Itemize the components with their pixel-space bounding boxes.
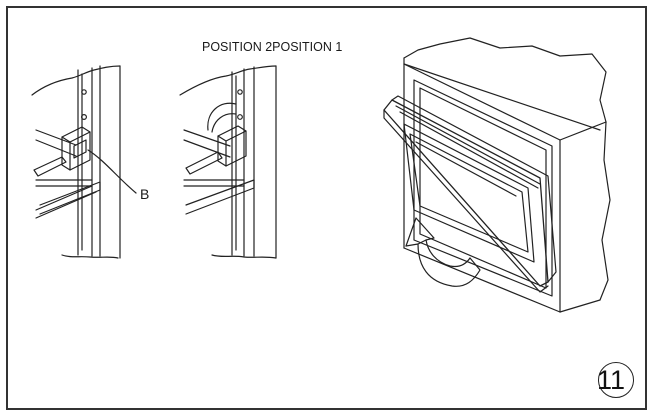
lift-out-arrow: [405, 217, 481, 287]
figure-number: 11: [597, 365, 626, 395]
figure-frame: [6, 6, 647, 410]
hinge-position-2-detail: [31, 65, 137, 259]
part-b-label: B: [140, 186, 150, 202]
figure-number-badge: 11: [597, 362, 634, 398]
hinge-position-1-detail: [179, 65, 277, 259]
position-labels: POSITION 2POSITION 1: [202, 40, 343, 54]
oven-door-removal-view: [383, 37, 611, 313]
